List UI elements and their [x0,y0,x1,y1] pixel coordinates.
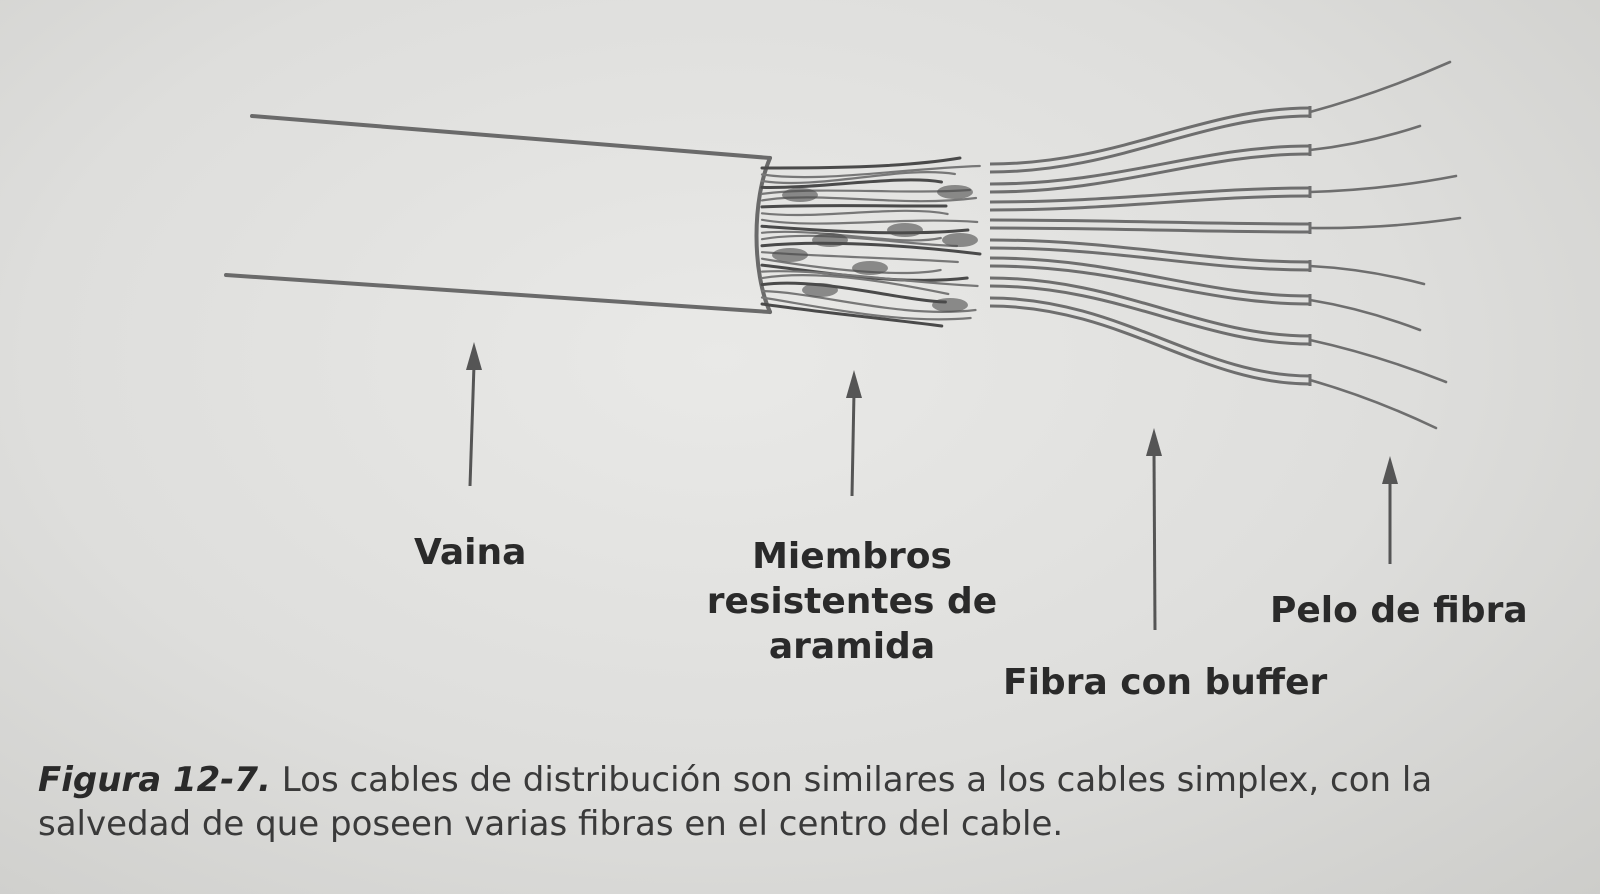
buffer-tube-edge [989,264,1311,306]
buffer-tube-edge [989,226,1311,234]
arrows [466,342,1398,631]
buffered-fibers [989,106,1312,386]
aramid-strand [760,218,979,225]
aramid-strand [760,302,944,328]
buffer-tube-edge [989,284,1311,346]
jacket-bottom-line [224,273,772,314]
buffer-tube-edge [989,296,1311,378]
aramid-strand [760,178,943,189]
caption-figure-number: Figura 12-7. [38,760,271,800]
arrow-pelo-head [1382,456,1398,484]
bare-fiber [1308,338,1448,384]
bare-fiber [1308,264,1426,286]
buffer-tube-edge [989,304,1311,386]
arrow-vaina-shaft [468,364,476,487]
arrow-miembros-shaft [850,391,856,497]
caption-text: Los cables de distribución son similares… [38,760,1433,845]
aramid-strand [760,204,948,209]
bare-fiber [1308,60,1452,114]
buffer-tube-edge [989,246,1311,272]
buffer-tube-edge [989,144,1311,186]
aramid-tangle [812,233,848,247]
arrow-fibra-shaft [1152,451,1157,631]
aramid-strand [760,241,982,256]
label-vaina: Vaina [414,532,527,573]
aramid-strand [760,164,981,179]
bare-fiber [1308,216,1462,230]
buffer-tube-edge [989,152,1311,194]
aramid-tangle [782,188,818,202]
aramid-strand [760,156,962,170]
buffer-tube-edge [989,238,1311,264]
aramid-strand [760,224,970,235]
buffer-tube-edge [989,114,1311,174]
label-miembros: Miembros resistentes de aramida [642,534,1062,669]
aramid-tangle [887,223,923,237]
arrow-vaina-head [466,342,482,370]
buffer-tube-edge [989,218,1311,226]
bare-fibers [1308,60,1462,430]
aramid-strand [760,296,972,321]
aramid-tangle [772,248,808,262]
bare-fiber [1308,298,1422,332]
aramid-strand [760,273,950,296]
bare-fiber [1308,174,1458,194]
aramid-tangle [937,185,973,199]
aramid-strands [760,156,982,328]
buffer-tube-edge [989,186,1311,204]
label-miembros-text: Miembros resistentes de aramida [706,536,998,667]
buffer-tube-edge [989,276,1311,338]
aramid-tangle [932,298,968,312]
aramid-strand [760,270,979,288]
buffer-tube-edge [989,106,1311,166]
buffer-tube-edge [989,194,1311,212]
label-pelo-fibra: Pelo de fibra [1270,590,1528,631]
jacket-top-line [250,114,772,160]
figure-caption: Figura 12-7. Los cables de distribución … [38,758,1538,846]
arrow-miembros-head [846,370,862,398]
aramid-strand [760,281,947,304]
buffer-tube-edge [989,256,1311,298]
arrow-fibra-head [1146,428,1162,456]
aramid-tangle [802,283,838,297]
aramid-tangle [852,261,888,275]
aramid-strand [760,209,949,217]
label-fibra-buffer: Fibra con buffer [1003,662,1328,703]
aramid-strand [760,234,959,248]
bare-fiber [1308,124,1422,152]
aramid-tangle [942,233,978,247]
aramid-strand [760,230,942,242]
bare-fiber [1308,378,1438,430]
cable-jacket [224,114,772,314]
aramid-strand [760,171,956,185]
